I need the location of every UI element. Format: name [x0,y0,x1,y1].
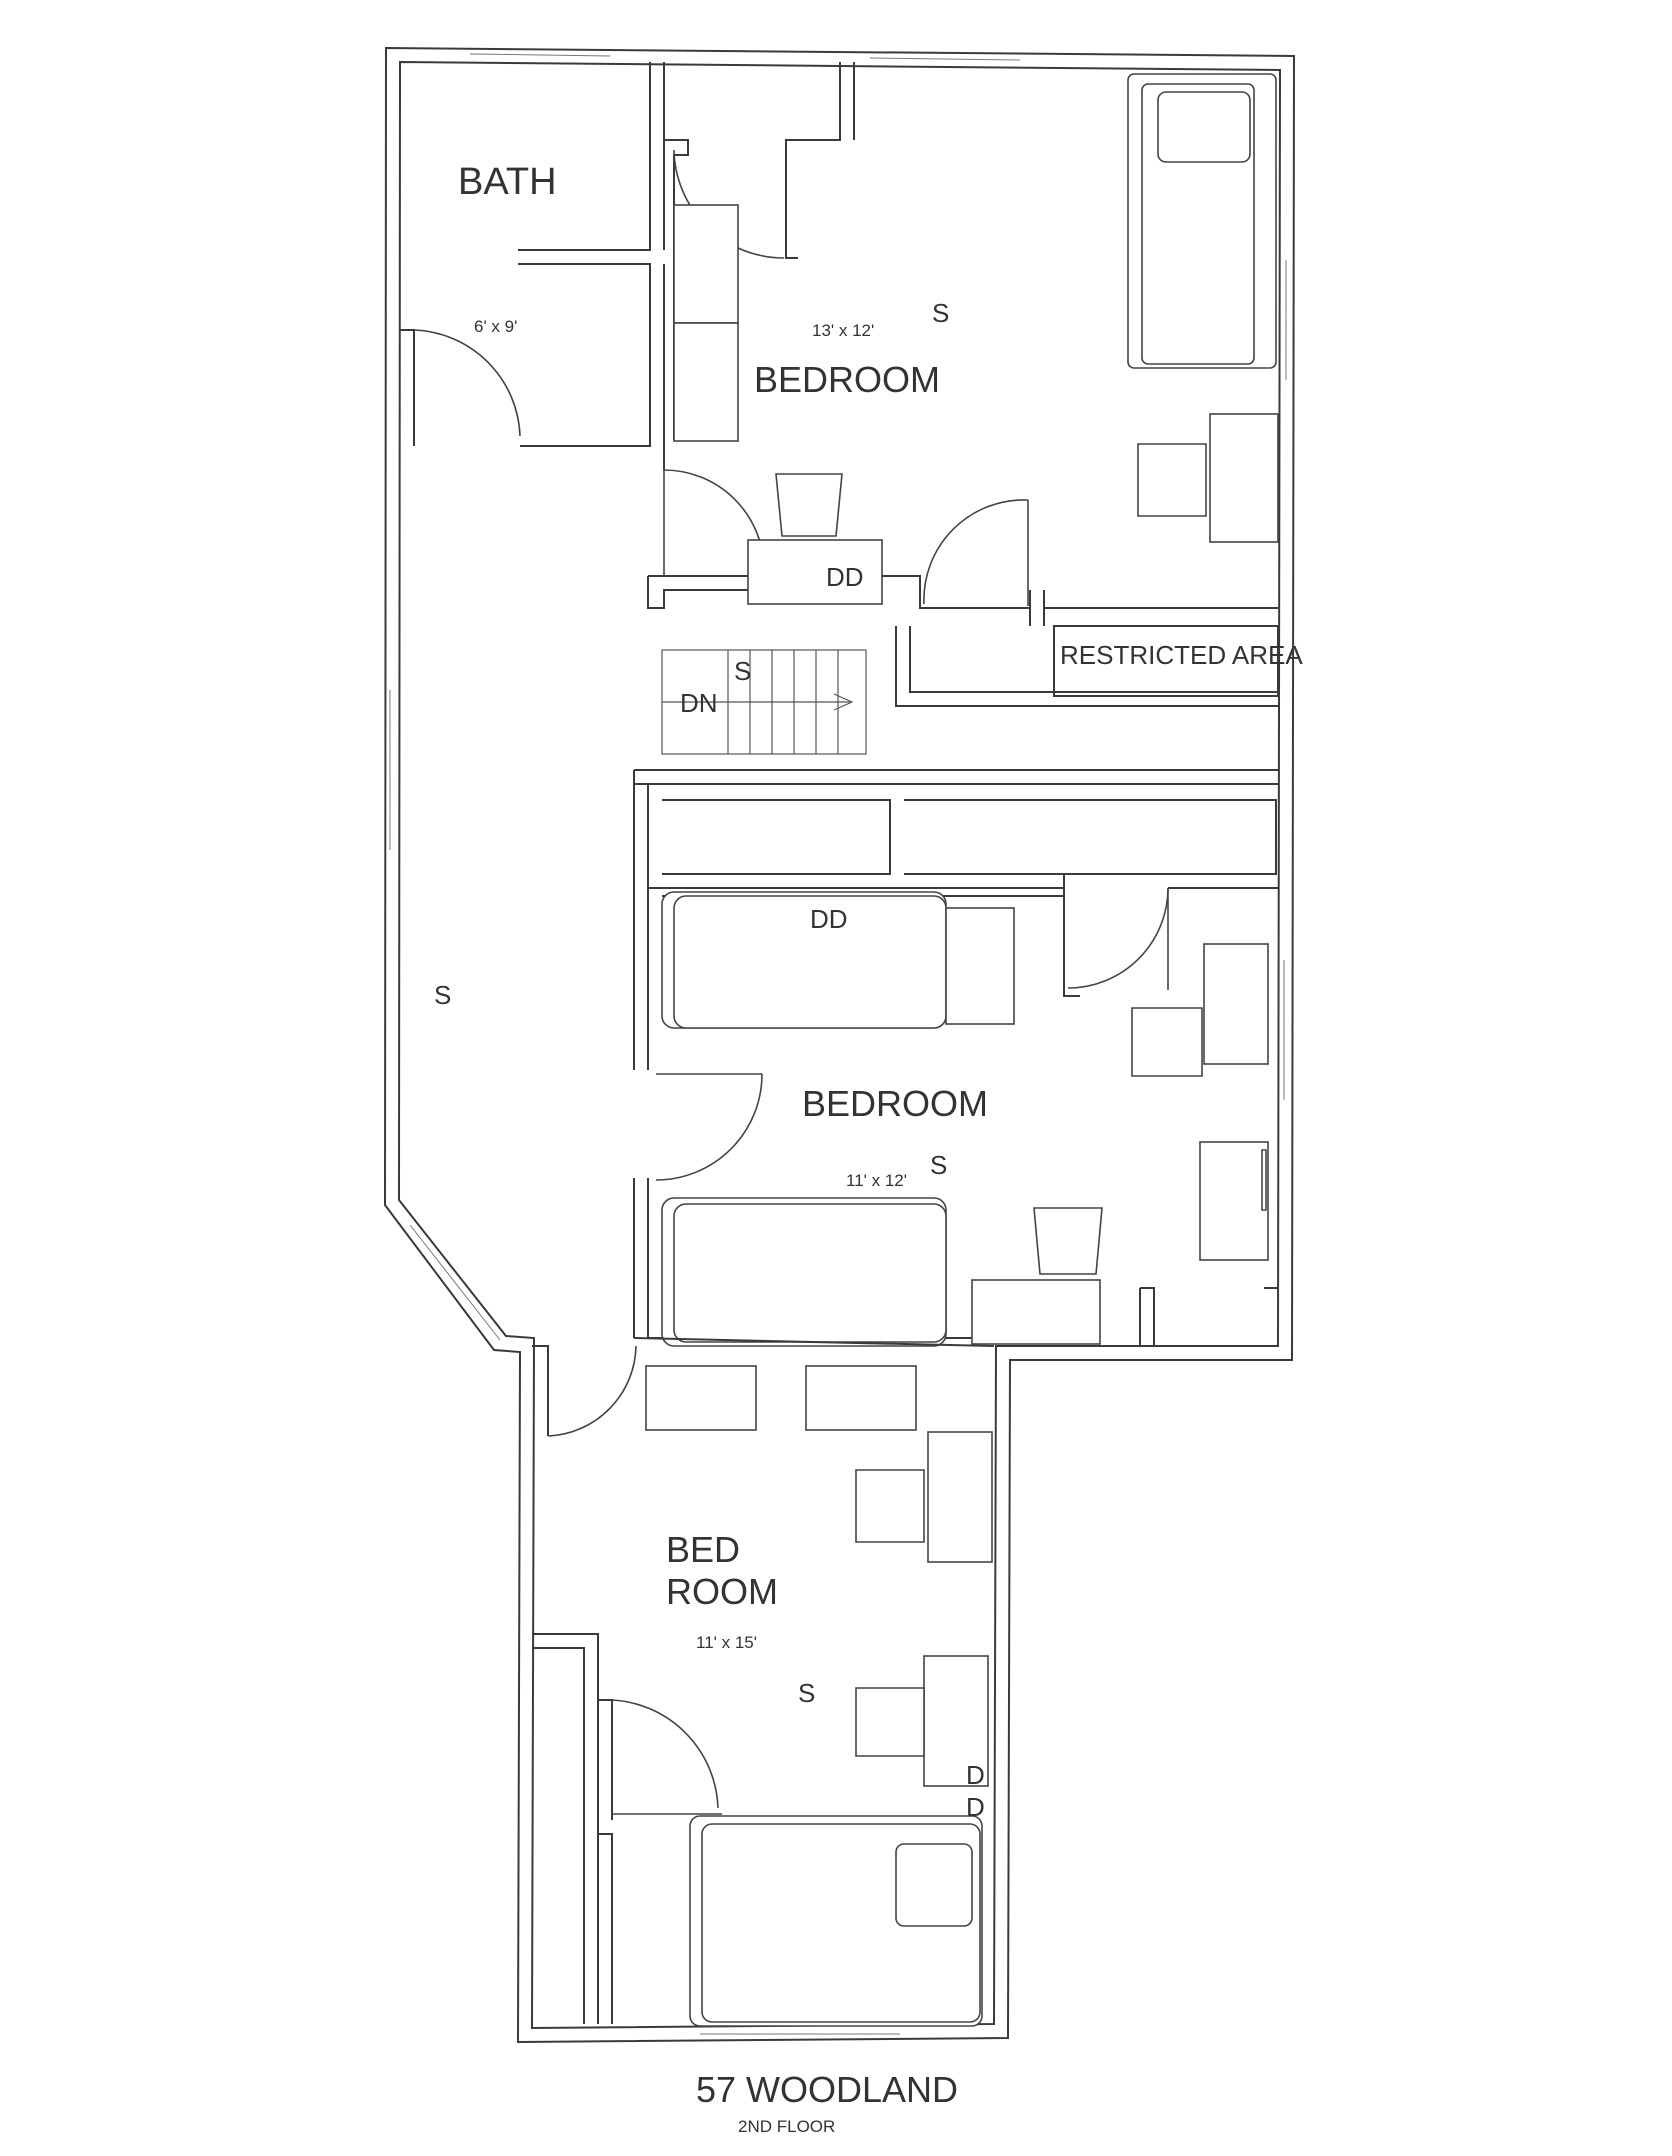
bath-size-label: 6' x 9' [474,317,517,336]
windows [389,53,1287,2035]
bedroom-bottom-label-line1: BED [666,1529,740,1570]
stairs-smoke-label: S [734,656,751,686]
bedroom-top-smoke-label: S [932,298,949,328]
bedroom-bottom-dresser-label-2: D [966,1792,985,1822]
closets-middle [662,799,1277,875]
bath [400,62,665,447]
floor-subtitle: 2ND FLOOR [738,2117,835,2136]
stairs [634,626,1278,785]
bedroom-top-dresser-label: DD [826,562,864,592]
stairs-direction-label: DN [680,688,718,718]
bedroom-mid-label: BEDROOM [802,1083,988,1124]
bedroom-mid-smoke-label: S [930,1150,947,1180]
bedroom-bottom-furniture [645,1365,993,2027]
bedroom-bottom-label-line2: ROOM [666,1571,778,1612]
bath-label: BATH [458,161,557,203]
hall-smoke-label: S [434,980,451,1010]
bedroom-mid-dresser-label: DD [810,904,848,934]
restricted-area [1053,625,1279,697]
bedroom-bottom-smoke-label: S [798,1678,815,1708]
bedroom-top-label: BEDROOM [754,359,940,400]
bedroom-top-furniture [673,73,1279,605]
bedroom-top-size-label: 13' x 12' [812,321,874,340]
labels: BATH 6' x 9' 13' x 12' S BEDROOM DD S DN… [434,161,1303,2136]
bedroom-bottom-size-label: 11' x 15' [696,1633,757,1652]
address-title: 57 WOODLAND [696,2069,958,2110]
bedroom-mid-furniture [661,891,1269,1347]
bedroom-bottom-walls [532,1337,995,2024]
bedroom-bottom-dresser-label-1: D [966,1760,985,1790]
restricted-area-label: RESTRICTED AREA [1060,640,1303,670]
bedroom-mid-size-label: 11' x 12' [846,1171,907,1190]
